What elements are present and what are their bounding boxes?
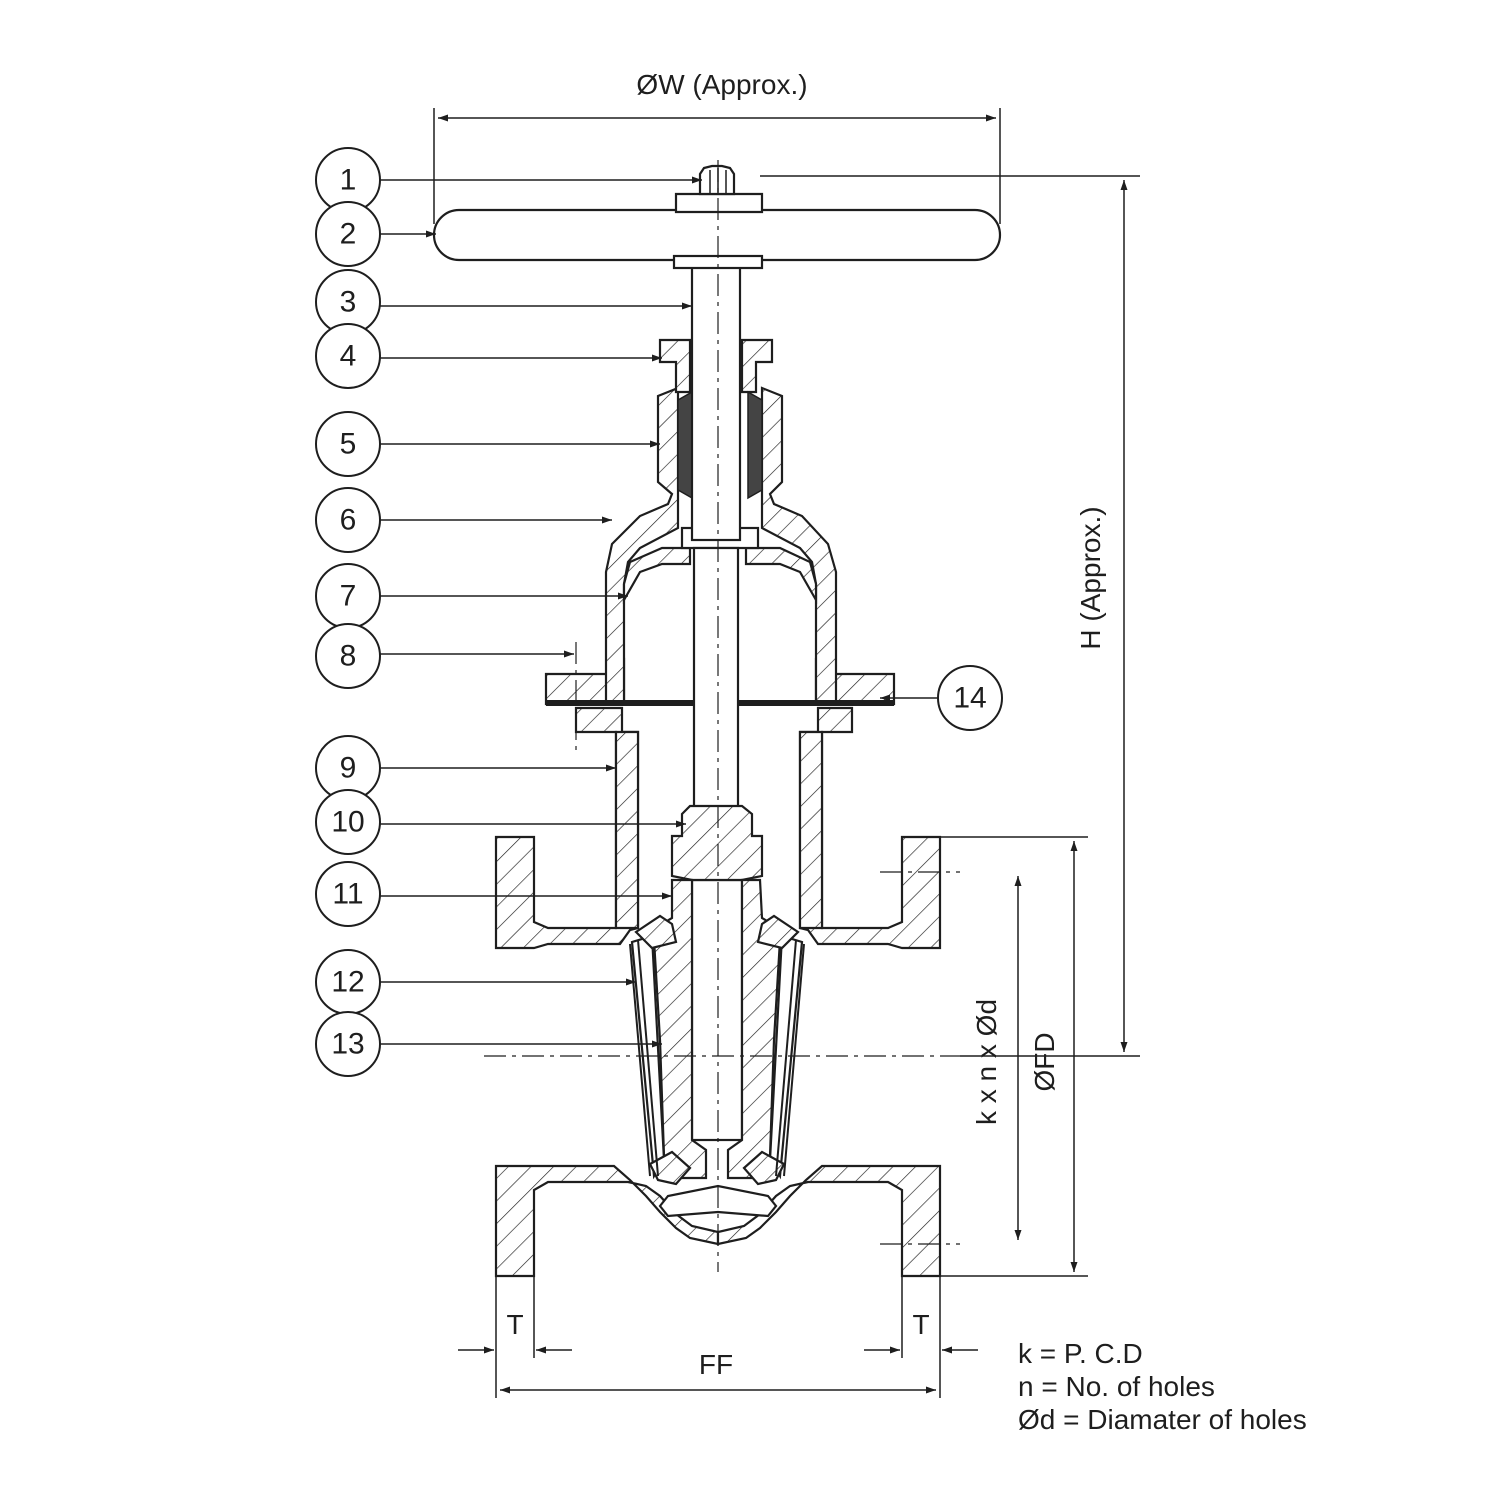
callout-11: 11 bbox=[315, 861, 381, 927]
legend: k = P. C.D n = No. of holes Ød = Diamate… bbox=[1018, 1338, 1307, 1435]
svg-text:8: 8 bbox=[340, 640, 357, 673]
callout-2: 2 bbox=[315, 201, 381, 267]
dimension-thickness-left-label: T bbox=[506, 1309, 523, 1340]
handwheel bbox=[432, 164, 1002, 270]
svg-text:13: 13 bbox=[331, 1028, 364, 1061]
svg-text:6: 6 bbox=[340, 504, 357, 537]
callout-leaders bbox=[380, 176, 940, 1048]
svg-text:3: 3 bbox=[340, 286, 357, 319]
dimension-face-to-face-label: FF bbox=[699, 1349, 733, 1380]
valve-body bbox=[494, 706, 942, 1278]
center-lines bbox=[484, 160, 960, 1272]
callout-13: 13 bbox=[315, 1011, 381, 1077]
svg-text:9: 9 bbox=[340, 752, 357, 785]
svg-text:1: 1 bbox=[340, 164, 357, 197]
dimension-thickness-right-label: T bbox=[912, 1309, 929, 1340]
svg-text:10: 10 bbox=[331, 806, 364, 839]
callout-12: 12 bbox=[315, 949, 381, 1015]
callout-5: 5 bbox=[315, 411, 381, 477]
callout-6: 6 bbox=[315, 487, 381, 553]
svg-text:4: 4 bbox=[340, 340, 357, 373]
wedge bbox=[629, 804, 805, 1218]
dimension-bolt-pcd: k x n x Ød bbox=[971, 876, 1022, 1240]
dimension-flange-diameter-label: ØFD bbox=[1029, 1032, 1060, 1091]
callout-8: 8 bbox=[315, 623, 381, 689]
stem bbox=[690, 262, 744, 1142]
callout-14: 14 bbox=[937, 665, 1003, 731]
callout-7: 7 bbox=[315, 563, 381, 629]
callout-10: 10 bbox=[315, 789, 381, 855]
svg-text:5: 5 bbox=[340, 428, 357, 461]
dimension-handwheel: ØW (Approx.) bbox=[433, 69, 1001, 224]
dimension-height: H (Approx.) bbox=[760, 175, 1140, 1057]
svg-text:7: 7 bbox=[340, 580, 357, 613]
svg-text:14: 14 bbox=[953, 682, 986, 715]
svg-text:2: 2 bbox=[340, 218, 357, 251]
svg-text:11: 11 bbox=[332, 878, 363, 911]
svg-text:12: 12 bbox=[331, 966, 364, 999]
dimension-handwheel-label: ØW (Approx.) bbox=[636, 69, 807, 100]
dimension-bolt-holes-label: k x n x Ød bbox=[971, 999, 1002, 1125]
legend-hole-diameter: Ød = Diamater of holes bbox=[1018, 1404, 1307, 1435]
dimension-flange-diameter: ØFD bbox=[940, 836, 1088, 1277]
legend-pcd: k = P. C.D bbox=[1018, 1338, 1143, 1369]
callout-3: 3 bbox=[315, 269, 381, 335]
dimension-height-label: H (Approx.) bbox=[1075, 506, 1106, 649]
callout-4: 4 bbox=[315, 323, 381, 389]
dimension-face-to-face: FF T T bbox=[458, 1276, 978, 1398]
legend-holes: n = No. of holes bbox=[1018, 1371, 1215, 1402]
